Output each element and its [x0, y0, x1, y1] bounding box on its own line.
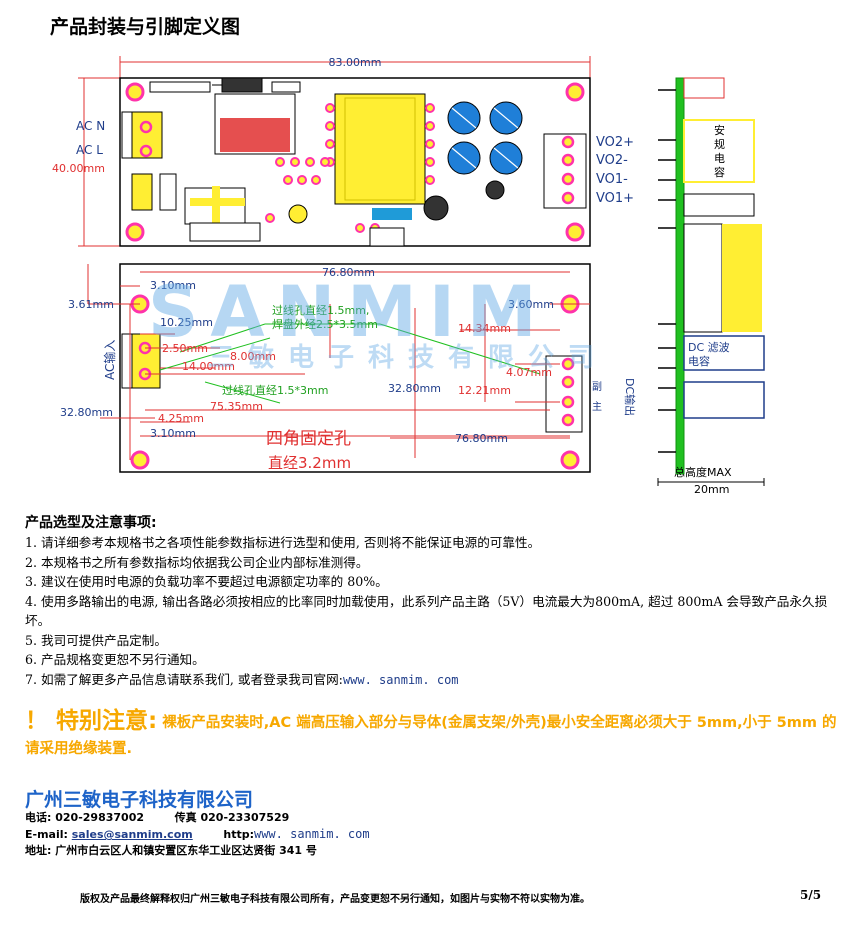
dim-3-60: 3.60mm	[508, 298, 554, 311]
website-link[interactable]: www. sanmim. com	[342, 672, 459, 687]
dim-76-80-bottom: 76.80mm	[455, 432, 508, 445]
dim-14-00: 14.00mm	[182, 360, 235, 373]
footer-disclaimer: 版权及产品最终解释权归广州三敏电子科技有限公司所有，产品变更恕不另行通知，如图片…	[80, 894, 590, 905]
dim-76-80-top: 76.80mm	[322, 266, 375, 279]
via-note-1: 过线孔直经1.5mm,	[272, 303, 369, 317]
notes-list: 1. 请详细参考本规格书之各项性能参数指标进行选型和使用, 否则将不能保证电源的…	[25, 533, 835, 690]
dim-8-00: 8.00mm	[230, 350, 276, 363]
tel-number: 020-29837002	[55, 811, 145, 824]
total-height-value: 20mm	[694, 483, 729, 496]
main-label: 主	[592, 401, 602, 413]
watermark-logo: SANMIM	[148, 271, 549, 353]
side-view: 安 规 电 容 DC 滤波 电容 总高度MAX 20mm	[657, 77, 765, 496]
ac-l-label: AC L	[76, 143, 103, 157]
dim-2-50: 2.50mm	[162, 342, 208, 355]
dim-3-10-bottom: 3.10mm	[150, 427, 196, 440]
dim-10-25: 10.25mm	[160, 316, 213, 329]
email-link[interactable]: sales@sanmim.com	[71, 828, 193, 841]
sub-label: 副	[592, 381, 602, 393]
dc-output-label: DC输出	[623, 378, 637, 416]
fax-label: 传真	[174, 811, 197, 824]
ac-input-label: AC输入	[102, 340, 117, 380]
safety-cap-1: 安	[714, 123, 725, 137]
page-number: 5/5	[800, 888, 822, 902]
dim-3-61: 3.61mm	[68, 298, 114, 311]
top-view: 83.00mm 40.00mm AC N AC L	[52, 56, 634, 247]
note-item-3: 3. 建议在使用时电源的负载功率不要超过电源额定功率的 80%。	[25, 574, 388, 589]
output-vo1-minus: VO1-	[596, 172, 628, 187]
email-label: E-mail:	[25, 828, 68, 841]
mount-holes-title: 四角固定孔	[266, 429, 351, 449]
watermark-company: 三敏电子科技有限公司	[208, 343, 608, 373]
note-item-7-text: 7. 如需了解更多产品信息请联系我们, 或者登录我司官网:	[25, 671, 343, 687]
note-item-5: 5. 我司可提供产品定制。	[25, 632, 167, 648]
mount-holes-diameter: 直经3.2mm	[268, 454, 351, 472]
note-item-2: 2. 本规格书之所有参数指标均依据我公司企业内部标准测得。	[25, 554, 369, 570]
safety-cap-2: 规	[714, 137, 725, 151]
via-note-3: 过线孔直经1.5*3mm	[222, 383, 328, 397]
notes-title: 产品选型及注意事项:	[25, 515, 157, 531]
dim-32-80-right: 32.80mm	[388, 382, 441, 395]
company-name: 广州三敏电子科技有限公司	[25, 789, 254, 811]
dim-75-35: 75.35mm	[210, 400, 263, 413]
total-height-label: 总高度MAX	[674, 465, 732, 479]
dc-filter-cap-2: 电容	[688, 354, 710, 368]
safety-cap-4: 容	[714, 165, 725, 179]
dim-3-10-top: 3.10mm	[150, 279, 196, 292]
http-label: http:	[223, 828, 254, 841]
dim-width: 83.00mm	[329, 56, 382, 69]
note-item-4: 4. 使用多路输出的电源, 输出各路必须按相应的比率同时加载使用，此系列产品主路…	[25, 593, 828, 629]
output-vo2-minus: VO2-	[596, 153, 628, 168]
dim-14-34: 14.34mm	[458, 322, 511, 335]
note-item-6: 6. 产品规格变更恕不另行通知。	[25, 652, 205, 667]
fax-number: 020-23307529	[200, 811, 290, 824]
contact-info: 电话: 020-29837002 传真 020-23307529 E-mail:…	[25, 810, 370, 859]
company-website-link[interactable]: www. sanmim. com	[253, 827, 370, 841]
dim-4-07: 4.07mm	[506, 366, 552, 379]
dim-12-21: 12.21mm	[458, 384, 511, 397]
output-vo1-plus: VO1+	[596, 191, 634, 206]
note-item-7: 7. 如需了解更多产品信息请联系我们, 或者登录我司官网:www. sanmim…	[25, 670, 835, 691]
address-label: 地址:	[25, 844, 52, 857]
dim-height: 40.00mm	[52, 162, 105, 175]
phone-line: 电话: 020-29837002 传真 020-23307529	[25, 810, 370, 826]
dim-32-80-left: 32.80mm	[60, 406, 113, 419]
email-line: E-mail: sales@sanmim.com http:www. sanmi…	[25, 826, 370, 843]
tel-label: 电话:	[25, 811, 52, 824]
address-line: 地址: 广州市白云区人和镇安置区东华工业区达贤街 341 号	[25, 843, 370, 859]
section-title: 产品封装与引脚定义图	[50, 16, 241, 38]
package-pinout-drawing: 83.00mm 40.00mm AC N AC L	[52, 56, 765, 496]
ac-n-label: AC N	[76, 119, 105, 133]
address-text: 广州市白云区人和镇安置区东华工业区达贤街 341 号	[55, 844, 317, 857]
warning-block: ！ 特别注意: 裸板产品安装时,AC 端高压输入部分与导体(金属支架/外壳)最小…	[25, 708, 840, 762]
output-vo2-plus: VO2+	[596, 135, 634, 150]
bottom-view: AC输入 DC输出 副 主	[60, 263, 637, 473]
dim-4-25: 4.25mm	[158, 412, 204, 425]
note-item-1: 1. 请详细参考本规格书之各项性能参数指标进行选型和使用, 否则将不能保证电源的…	[25, 535, 541, 550]
warning-text: 裸板产品安装时,AC 端高压输入部分与导体(金属支架/外壳)最小安全距离必须大于…	[25, 715, 837, 757]
safety-cap-3: 电	[714, 152, 725, 165]
dc-filter-cap-1: DC 滤波	[688, 341, 730, 354]
via-note-2: 焊盘外经2.5*3.5mm	[272, 317, 378, 331]
warning-heading: ！ 特别注意:	[25, 708, 158, 734]
